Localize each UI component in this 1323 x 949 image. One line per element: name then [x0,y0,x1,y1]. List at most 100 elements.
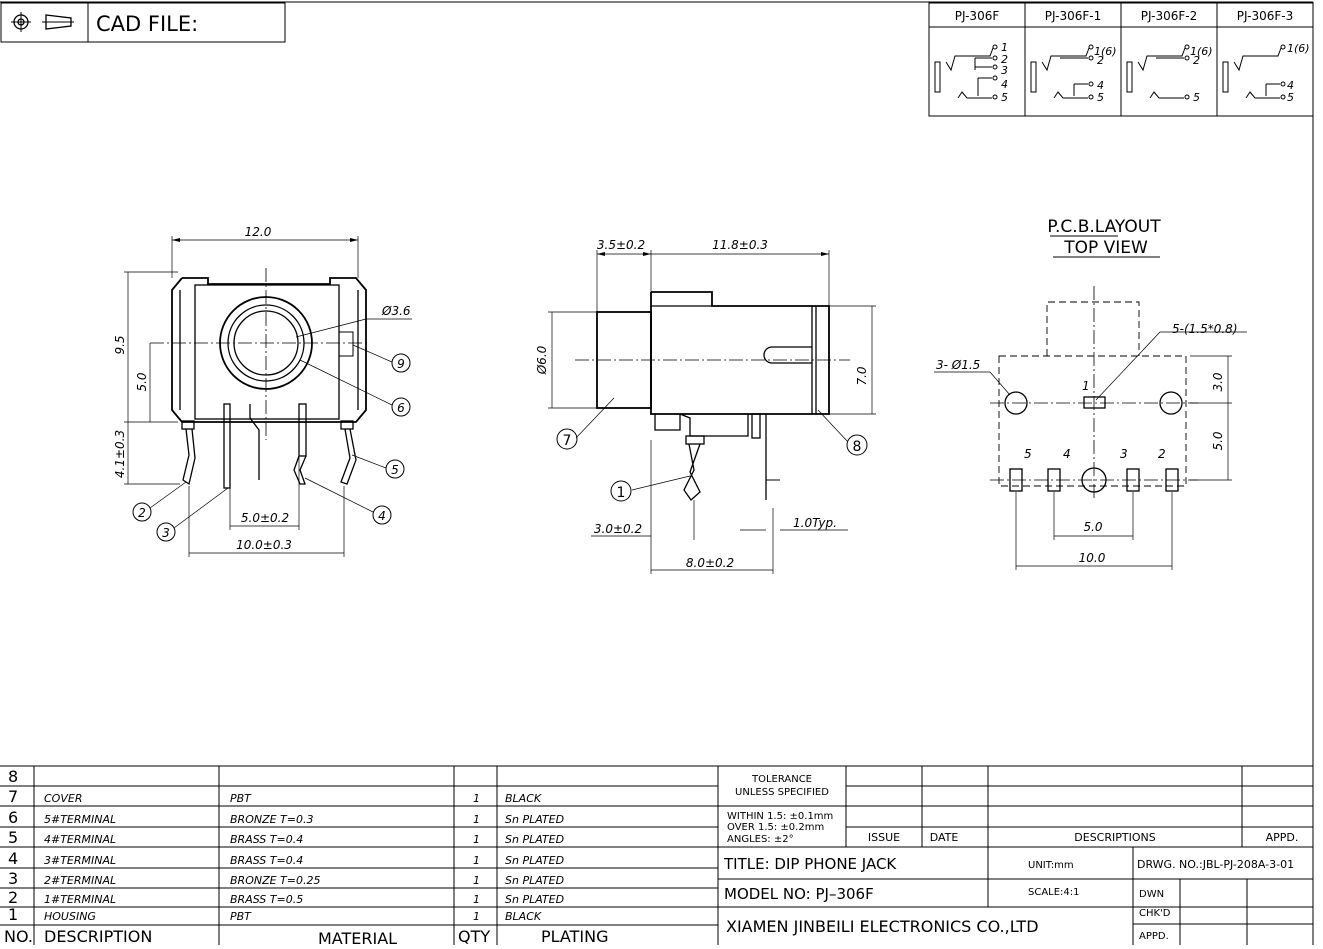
dim-pin-offset: 3.0±0.2 [594,522,642,536]
svg-text:1: 1 [1082,379,1090,393]
bom-cell-desc: 4#TERMINAL [44,833,116,846]
dim-pin-span: 8.0±0.2 [686,556,734,570]
variant-schematic: 1(6) 2 5 [1126,44,1213,104]
bom-cell-plating: Sn PLATED [505,893,564,906]
pcb-layout-view: P.C.B.LAYOUT TOP VIEW 1 5 4 3 2 5-(1.5*0… [934,217,1247,570]
bom-cell-plating: Sn PLATED [505,874,564,887]
variant-table: PJ-306F PJ-306F-1 PJ-306F-2 PJ-306F-3 1 … [928,2,1314,117]
svg-text:WITHIN 1.5: ±0.1mm: WITHIN 1.5: ±0.1mm [727,811,833,822]
bom-cell-desc: 2#TERMINAL [44,874,116,887]
svg-text:TOLERANCE: TOLERANCE [751,774,812,785]
bom-cell-desc: 5#TERMINAL [44,813,116,826]
bom-cell-plating: Sn PLATED [505,813,564,826]
bom-cell-plating: Sn PLATED [505,854,564,867]
bom-cell-qty: 1 [473,910,480,923]
mount-hole [1081,467,1107,493]
drawing-number: DRWG. NO.:JBL-PJ-208A-3-01 [1137,858,1294,871]
svg-text:4: 4 [1097,79,1104,92]
front-view: 12.0 9.5 5.0 4.1±0.3 Ø3.6 5.0±0.2 10.0±0… [113,225,412,557]
svg-text:4: 4 [1001,78,1008,91]
svg-text:OVER 1.5: ±0.2mm: OVER 1.5: ±0.2mm [727,822,824,833]
dim-pin-thickness: 1.0Typ. [793,516,837,530]
balloon-6: 6 [397,401,405,415]
bom-cell-plating: Sn PLATED [505,833,564,846]
variant-name: PJ-306F-1 [1045,9,1101,23]
dim-h2: 10.0 [1079,551,1106,565]
bom-header-mat: MATERIAL [318,929,397,945]
svg-text:4: 4 [1287,79,1294,92]
bom-cell-mat: BRONZE T=0.3 [230,813,314,826]
dim-v1: 3.0 [1211,372,1225,391]
svg-text:SCALE:4:1: SCALE:4:1 [1028,887,1080,898]
bom-cell-no: 2 [8,888,18,907]
bom-row: 6 5#TERMINAL BRONZE T=0.3 1 Sn PLATED [8,808,564,827]
front-terminals [181,403,357,489]
pad-slot [1126,468,1140,492]
bom-cell-plating: BLACK [505,910,542,923]
bom-header-no: NO. [4,927,33,945]
svg-text:UNIT:mm: UNIT:mm [1028,860,1074,871]
svg-text:5: 5 [1097,91,1104,104]
svg-text:1(6): 1(6) [1190,45,1213,58]
pad-slot [1047,468,1061,492]
svg-text:1(6): 1(6) [1094,45,1117,58]
variant-name: PJ-306F [955,9,1000,23]
svg-text:1(6): 1(6) [1287,42,1310,55]
variant-schematic: 1(6) 2 4 5 [1030,44,1117,104]
svg-text:DWN: DWN [1139,889,1164,900]
bom-header-desc: DESCRIPTION [44,927,152,945]
svg-text:APPD.: APPD. [1266,831,1299,844]
first-angle-projection-icon [11,12,74,32]
mount-hole [1159,391,1183,415]
svg-text:2: 2 [1097,54,1104,67]
bom-cell-no: 5 [8,828,18,847]
variant-name: PJ-306F-2 [1141,9,1197,23]
bom-cell-desc: HOUSING [44,910,96,923]
pad-slot [1009,468,1023,492]
svg-text:ANGLES: ±2°: ANGLES: ±2° [727,834,794,845]
balloon-4: 4 [378,509,386,523]
dim-height: 9.5 [113,335,127,354]
balloon-3: 3 [162,526,170,540]
svg-text:3: 3 [1120,447,1128,461]
bom-row: 8 [8,767,18,786]
dim-pitch-10: 10.0±0.3 [236,538,292,552]
bom-cell-desc: COVER [44,792,82,805]
bom-cell-mat: BRASS T=0.5 [230,893,303,906]
dim-slots: 5-(1.5*0.8) [1172,322,1238,336]
bom-header-plating: PLATING [541,927,609,945]
svg-text:2: 2 [1158,447,1166,461]
bom-cell-qty: 1 [473,893,480,906]
bom-header-qty: QTY [458,927,490,945]
pcb-subtitle: TOP VIEW [1063,238,1148,258]
balloon-7: 7 [563,433,572,449]
bom-cell-mat: PBT [230,792,252,805]
drawing-title: TITLE: DIP PHONE JACK [723,855,897,873]
balloon-9: 9 [397,357,405,371]
dim-pitch-5: 5.0±0.2 [241,511,289,525]
balloon-8: 8 [853,439,862,455]
bom-cell-no: 1 [8,905,18,924]
company-name: XIAMEN JINBEILI ELECTRONICS CO.,LTD [726,917,1039,936]
model-number: MODEL NO: PJ–306F [724,885,874,903]
bom-cell-no: 7 [8,787,18,806]
bom-cell-no: 4 [8,849,18,868]
bom-cell-qty: 1 [473,792,480,805]
svg-text:APPD.: APPD. [1139,931,1169,942]
bom-header-row: NO. DESCRIPTION MATERIAL QTY PLATING [4,927,609,948]
bom-cell-mat: BRASS T=0.4 [230,854,303,867]
bom-cell-no: 8 [8,767,18,786]
pad-slot [1083,396,1106,409]
bom-cell-qty: 1 [473,813,480,826]
bom-cell-no: 3 [8,869,18,888]
svg-text:CHK'D: CHK'D [1139,908,1171,919]
svg-text:5: 5 [1193,91,1200,104]
bom-cell-mat: BRASS T=0.4 [230,833,303,846]
bom-cell-no: 6 [8,808,18,827]
